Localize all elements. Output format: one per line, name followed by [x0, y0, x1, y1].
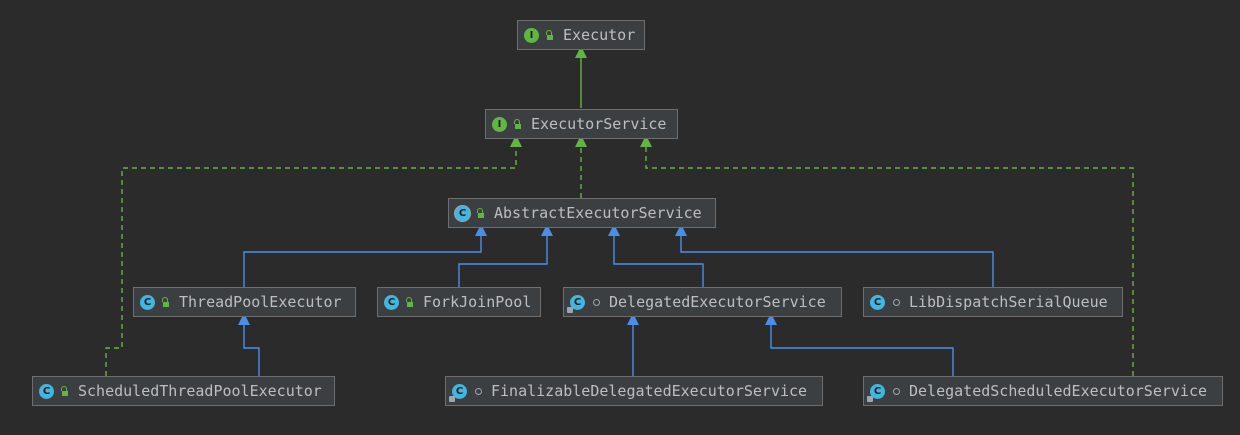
node-thread-pool-executor[interactable]: C ThreadPoolExecutor [133, 287, 356, 317]
interface-icon: I [492, 116, 507, 132]
edge-delegated-executor-service-to-abstract-executor-service [608, 224, 704, 287]
node-finalizable-delegated-executor-service[interactable]: C FinalizableDelegatedExecutorService [445, 376, 823, 406]
node-label: DelegatedScheduledExecutorService [909, 382, 1208, 400]
edge-delegated-scheduled-executor-service-to-delegated-executor-service [765, 313, 954, 376]
static-class-icon: C [867, 383, 885, 402]
public-visibility-icon [513, 119, 523, 129]
edge-fork-join-pool-to-abstract-executor-service [458, 224, 553, 287]
node-label: ExecutorService [531, 115, 667, 133]
node-executor[interactable]: I Executor [517, 20, 645, 50]
edge-delegated-scheduled-executor-service-to-executor-service [640, 135, 1134, 376]
public-visibility-icon [545, 30, 555, 40]
node-label: AbstractExecutorService [494, 204, 702, 222]
static-class-icon: C [449, 383, 467, 402]
node-fork-join-pool[interactable]: C ForkJoinPool [377, 287, 541, 317]
node-executor-service[interactable]: I ExecutorService [485, 109, 678, 139]
node-label: ForkJoinPool [423, 293, 532, 311]
class-icon: C [384, 294, 399, 310]
package-private-visibility-icon [891, 386, 901, 396]
static-class-icon: C [567, 294, 585, 313]
edge-scheduled-thread-pool-executor-to-executor-service [105, 135, 522, 376]
node-abstract-executor-service[interactable]: C AbstractExecutorService [448, 198, 716, 228]
node-label: FinalizableDelegatedExecutorService [491, 382, 808, 400]
package-private-visibility-icon [891, 297, 901, 307]
node-delegated-scheduled-executor-service[interactable]: C DelegatedScheduledExecutorService [863, 376, 1223, 406]
node-lib-dispatch-serial-queue[interactable]: C LibDispatchSerialQueue [863, 287, 1123, 317]
class-icon: C [39, 383, 54, 399]
node-scheduled-thread-pool-executor[interactable]: C ScheduledThreadPoolExecutor [32, 376, 335, 406]
edge-scheduled-thread-pool-executor-to-thread-pool-executor [238, 313, 260, 376]
node-label: ThreadPoolExecutor [179, 293, 342, 311]
node-delegated-executor-service[interactable]: C DelegatedExecutorService [563, 287, 842, 317]
abstract-class-icon: C [455, 205, 470, 221]
edge-thread-pool-executor-to-abstract-executor-service [243, 224, 487, 287]
public-visibility-icon [405, 297, 415, 307]
package-private-visibility-icon [473, 386, 483, 396]
public-visibility-icon [60, 386, 70, 396]
class-icon: C [870, 294, 885, 310]
interface-icon: I [524, 27, 539, 43]
node-label: ScheduledThreadPoolExecutor [78, 382, 322, 400]
node-label: LibDispatchSerialQueue [909, 293, 1108, 311]
node-label: DelegatedExecutorService [609, 293, 826, 311]
package-private-visibility-icon [591, 297, 601, 307]
public-visibility-icon [476, 208, 486, 218]
public-visibility-icon [161, 297, 171, 307]
node-label: Executor [563, 26, 636, 44]
edge-lib-dispatch-serial-queue-to-abstract-executor-service [675, 224, 994, 287]
class-icon: C [140, 294, 155, 310]
